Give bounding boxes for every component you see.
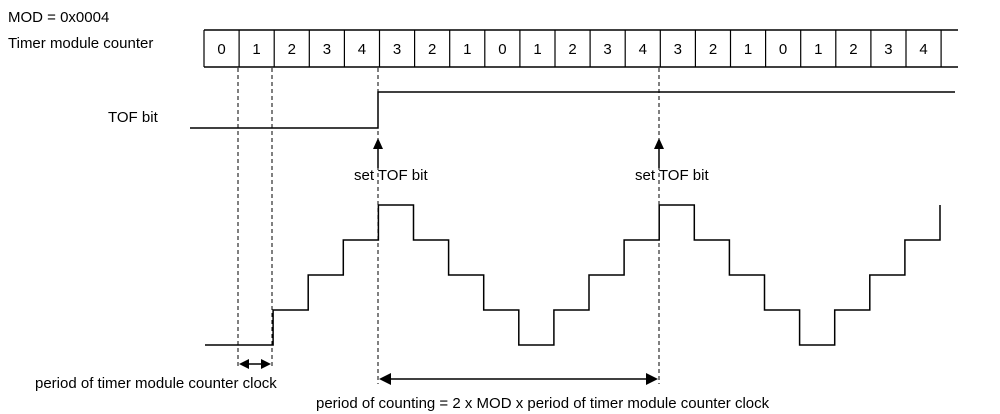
counter-cell-value: 4: [639, 41, 647, 58]
period-counting-label: period of counting = 2 x MOD x period of…: [316, 395, 770, 412]
counter-cell-value: 4: [358, 41, 366, 58]
counter-cell-value: 1: [463, 41, 471, 58]
counter-cell-value: 0: [498, 41, 506, 58]
counter-row: 0 1 2 3 4 3 2 1 0 1 2 3 4 3 2 1 0 1 2 3 4: [203, 29, 958, 68]
counter-label: Timer module counter: [8, 35, 153, 52]
counter-cell-value: 3: [884, 41, 892, 58]
period-clock-label: period of timer module counter clock: [35, 375, 277, 392]
clock-period-arrow: [239, 359, 271, 369]
counter-cell-value: 3: [323, 41, 331, 58]
counter-cell-value: 0: [217, 41, 225, 58]
set-tof-label-1: set TOF bit: [354, 167, 428, 184]
counter-cell-value: 2: [428, 41, 436, 58]
counter-cell-value: 1: [814, 41, 822, 58]
arrow-left-icon: [379, 373, 391, 385]
tof-label: TOF bit: [108, 109, 159, 126]
counter-row-border: [204, 29, 958, 68]
set-tof-label-2: set TOF bit: [635, 167, 709, 184]
counting-period-arrow: [379, 373, 658, 385]
arrow-right-icon: [261, 359, 271, 369]
counter-cell-value: 1: [744, 41, 752, 58]
counter-cell-value: 1: [533, 41, 541, 58]
set-tof-arrow-2: [654, 138, 664, 168]
set-tof-arrow-1: [373, 138, 383, 168]
mod-label: MOD = 0x0004: [8, 9, 109, 26]
arrow-left-icon: [239, 359, 249, 369]
counter-cell-value: 3: [393, 41, 401, 58]
counter-cell-value: 3: [603, 41, 611, 58]
arrow-up-icon: [654, 138, 664, 149]
counter-cell-value: 2: [568, 41, 576, 58]
counter-cell-value: 2: [288, 41, 296, 58]
arrow-right-icon: [646, 373, 658, 385]
tof-waveform: [190, 91, 955, 129]
counter-cell-value: 3: [674, 41, 682, 58]
counter-cell-value: 1: [252, 41, 260, 58]
arrow-up-icon: [373, 138, 383, 149]
counter-cell-value: 2: [849, 41, 857, 58]
counter-cell-value: 2: [709, 41, 717, 58]
counter-cell-value: 4: [919, 41, 927, 58]
counter-staircase-waveform: [205, 204, 941, 346]
dashed-guides: [237, 68, 660, 384]
counter-cell-value: 0: [779, 41, 787, 58]
